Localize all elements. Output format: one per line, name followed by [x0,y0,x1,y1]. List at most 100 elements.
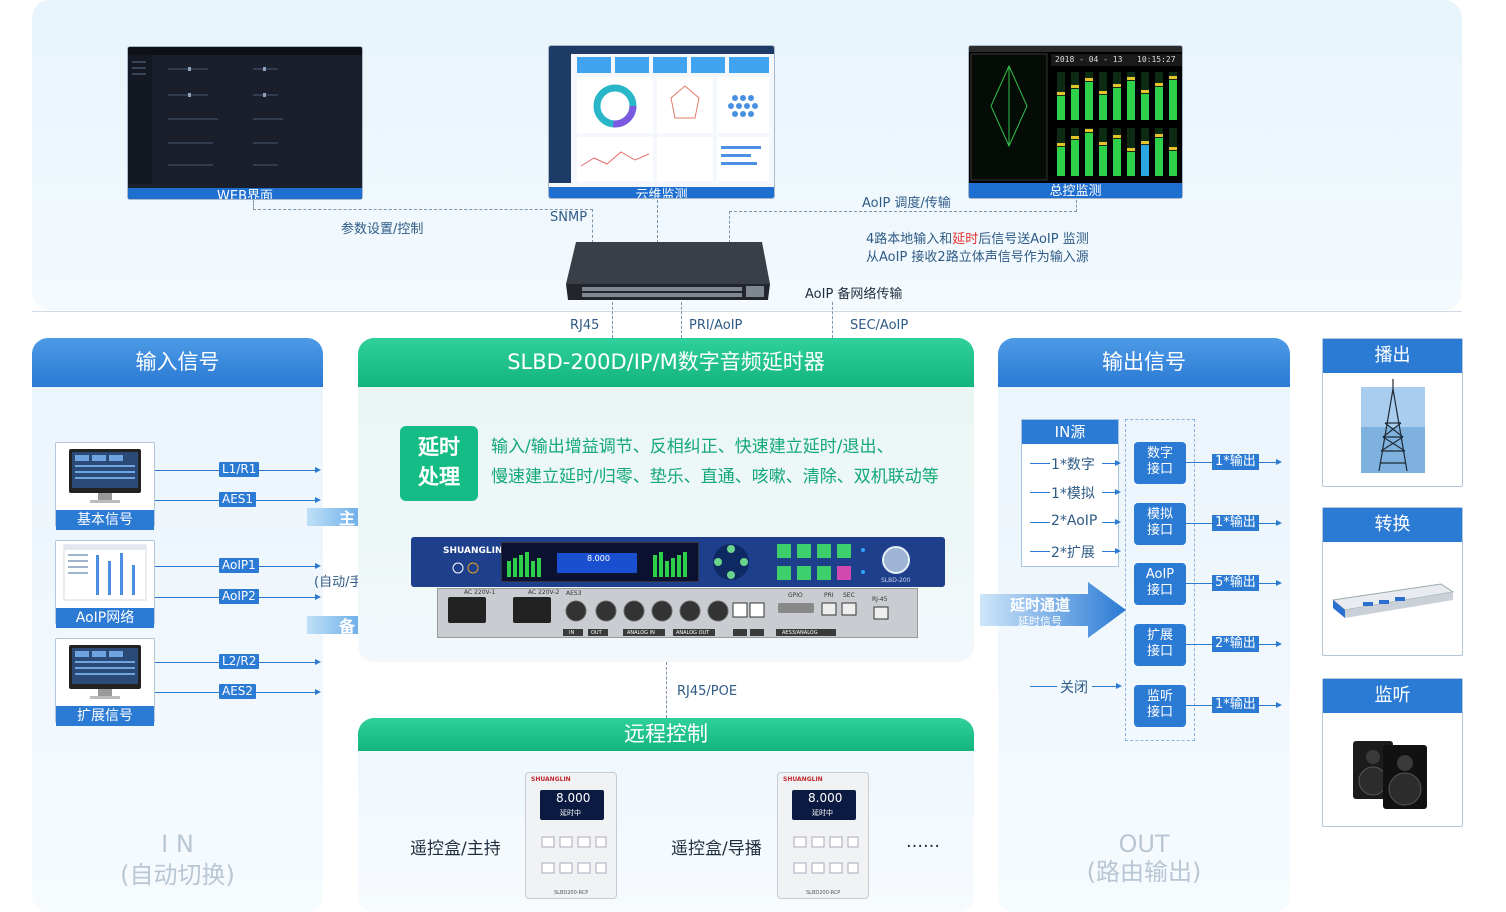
level-meter-fill [1169,151,1177,176]
output-interface-label: 接口 [1146,462,1173,477]
aoip-note-line1-red: 延时 [952,232,979,247]
web-ui-thumbnail [128,47,362,184]
aoip-note-line1: 4路本地输入和延时后信号送AoIP 监测 [866,228,1089,247]
level-meter-peak [1057,92,1065,95]
pri-connector [681,302,682,338]
level-meter-fill [1099,95,1107,120]
remote-box-model: SLBD200-RCP [554,890,589,896]
rear-label-ac1: AC 220V-1 [464,589,496,596]
input-signal-tag: AoIP2 [219,589,259,604]
delay-signal-label: 延时信号 [1018,615,1062,628]
rear-connectors [448,597,889,636]
front-model: SLBD-200 [881,577,911,584]
level-meter-fill [1085,133,1093,176]
input-signal-arrowhead [315,497,321,503]
level-meter-peak [1127,148,1135,151]
level-meter-peak [1141,141,1149,144]
remote-box-brand: SHUANGLIN [531,776,571,783]
in-source-line-left [1030,463,1050,464]
output-arrowhead [1276,641,1282,647]
output-interface-box: 扩展接口 [1134,624,1186,666]
level-meter-peak [1113,135,1121,138]
network-switch-icon [566,242,770,300]
front-display-panel [557,553,637,573]
rear-label-analog-out: ANALOG OUT [676,630,710,636]
side-card-broadcast: 播出 [1322,338,1463,487]
device-rear-panel: AC 220V-1 AC 220V-2 AES3 IN OUT ANALOG I… [437,588,918,638]
in-source-line-right [1102,551,1115,552]
remote-box-keys [541,836,607,874]
in-source-line-right [1102,522,1115,523]
in-source-head: IN源 [1022,420,1118,444]
remote-box-host: SHUANGLIN 8.000 延时中 SLBD200-RCP [525,772,617,899]
device-feature-line1: 输入/输出增益调节、反相纠正、快速建立延时/退出、 [491,437,894,457]
level-meter-peak [1057,143,1065,146]
section-divider [32,311,1462,312]
front-meter-bar [671,558,675,577]
rear-label-ac2: AC 220V-2 [528,589,560,596]
delay-channel-arrow [980,582,1126,638]
level-meter-peak [1169,76,1177,79]
level-meter-fill [1141,145,1149,176]
monitor-speaker-icon [1353,741,1427,809]
remote-box-status: 延时中 [560,809,581,817]
front-brand: SHUANGLIN [443,546,503,556]
input-signal-arrowhead [315,563,321,569]
input-source-aoip: AoIP网络 [55,540,155,628]
side-card-monitor-title: 监听 [1323,679,1462,713]
in-source-arrowhead [1115,489,1121,495]
output-interface-box: 数字接口 [1134,442,1186,484]
rack-converter-icon [1331,583,1455,618]
aoip-dispatch-label: AoIP 调度/传输 [862,196,951,211]
output-interface-label: 数字 [1146,446,1173,461]
output-panel-title: 输出信号 [998,338,1290,387]
level-meter-peak [1141,90,1149,93]
output-interface-label: 接口 [1146,705,1173,720]
aoip-note-line2: 从AoIP 接收2路立体声信号作为输入源 [866,250,1089,265]
main-input-arrow-label: 主 [338,509,355,528]
rj45-label: RJ45 [570,318,600,333]
output-interface-label: 接口 [1146,644,1173,659]
output-interface-label: 模拟 [1146,507,1173,522]
in-source-item: 2*扩展 [1051,545,1095,561]
front-meter-bar [683,552,687,577]
monitor-icon [69,449,141,503]
remote-box-status: 延时中 [812,809,833,817]
front-display-value: 8.000 [587,554,610,563]
front-meter-bar [507,561,511,577]
in-source-item: 1*模拟 [1051,486,1095,502]
input-signal-arrowhead [315,689,321,695]
input-source-aoip-caption: AoIP网络 [56,608,154,628]
level-meter-fill [1127,152,1135,176]
in-source-item: 2*AoIP [1051,513,1098,529]
input-source-expand-caption: 扩展信号 [56,706,154,726]
output-interface-label: 接口 [1146,583,1173,598]
front-meter-bar [677,555,681,577]
output-count-tag: 1*输出 [1212,515,1259,531]
delay-processing-badge: 延时 处理 [400,426,478,501]
input-signal-tag: AES2 [219,684,257,699]
delay-badge-line2: 处理 [418,465,460,489]
master-ui-thumbnail [969,46,1182,181]
input-signal-arrowhead [315,659,321,665]
master-connector-drop [729,211,730,243]
remote-panel-title: 远程控制 [358,718,974,751]
input-ghost-line2: (自动切换) [120,861,235,889]
master-date-readout: 2018 - 04 - 13 [1055,55,1123,64]
in-source-arrowhead [1115,460,1121,466]
aoip-backup-label: AoIP 备网络传输 [805,287,903,302]
remote-connector [666,662,667,718]
remote-box-brand: SHUANGLIN [783,776,823,783]
monitor-icon [69,645,141,699]
front-meter-bar [653,555,657,577]
output-arrowhead [1276,459,1282,465]
remote-box-keys [793,836,859,874]
remote-box-display: 8.000 [556,791,591,805]
remote-ellipsis: …… [906,832,940,852]
side-card-broadcast-title: 播出 [1323,339,1462,373]
level-meter-peak [1085,129,1093,132]
remote-box-display: 8.000 [808,791,843,805]
level-meter-fill [1085,82,1093,120]
output-interface-box: 模拟接口 [1134,503,1186,545]
